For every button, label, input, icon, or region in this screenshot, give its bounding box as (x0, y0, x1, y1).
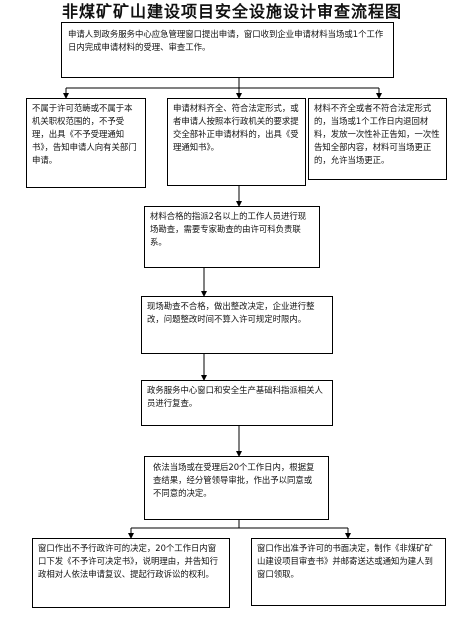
step-deny-text: 窗口作出不予行政许可的决定，20个工作日内窗口下发《不予许可决定书》，说明理由，… (38, 543, 219, 579)
step-rectify-text: 现场勘查不合格，做出整改决定，企业进行整改，问题整改时间不算入许可规定时限内。 (147, 301, 315, 324)
flowchart-title: 非煤矿矿山建设项目安全设施设计审查流程图 (61, 2, 402, 21)
step-decision-text: 依法当场或在受理后20个工作日内，根据复查结果，经分管领导审批，作出予以同意或不… (153, 462, 315, 498)
step-site-check-text: 材料合格的指派2名以上的工作人员进行现场勘查，需要专家勘查的由许可科负责联系。 (150, 211, 307, 247)
step-site-check: 材料合格的指派2名以上的工作人员进行现场勘查，需要专家勘查的由许可科负责联系。 (144, 206, 320, 268)
step-accept-text: 申请材料齐全、符合法定形式，或者申请人按照本行政机关的要求提交全部补正申请材料的… (173, 103, 299, 152)
step-correction-text: 材料不齐全或者不符合法定形式的，当场或1个工作日内退回材料，发放一次性补正告知，… (314, 103, 440, 165)
step-correction: 材料不齐全或者不符合法定形式的，当场或1个工作日内退回材料，发放一次性补正告知，… (308, 98, 447, 180)
step-reject-text: 不属于许可范畴或不属于本机关职权范围的，不予受理，出具《不予受理通知书》，告知申… (32, 103, 137, 165)
step-decision: 依法当场或在受理后20个工作日内，根据复查结果，经分管领导审批，作出予以同意或不… (144, 456, 329, 520)
step-apply: 申请人到政务服务中心应急管理窗口提出申请，窗口收到企业申请材料当场或1个工作日内… (61, 22, 394, 78)
step-reject: 不属于许可范畴或不属于本机关职权范围的，不予受理，出具《不予受理通知书》，告知申… (26, 98, 146, 188)
step-accept: 申请材料齐全、符合法定形式，或者申请人按照本行政机关的要求提交全部补正申请材料的… (167, 98, 306, 186)
step-apply-text: 申请人到政务服务中心应急管理窗口提出申请，窗口收到企业申请材料当场或1个工作日内… (68, 29, 384, 52)
step-rectify: 现场勘查不合格，做出整改决定，企业进行整改，问题整改时间不算入许可规定时限内。 (141, 296, 333, 354)
step-grant: 窗口作出准予许可的书面决定，制作《非煤矿矿山建设项目审查书》并邮寄送达或通知为建… (251, 538, 446, 606)
step-deny: 窗口作出不予行政许可的决定，20个工作日内窗口下发《不予许可决定书》，说明理由，… (32, 538, 230, 608)
step-review: 政务服务中心窗口和安全生产基础科指派相关人员进行复查。 (141, 380, 333, 426)
step-review-text: 政务服务中心窗口和安全生产基础科指派相关人员进行复查。 (147, 385, 323, 408)
step-grant-text: 窗口作出准予许可的书面决定，制作《非煤矿矿山建设项目审查书》并邮寄送达或通知为建… (257, 543, 433, 579)
